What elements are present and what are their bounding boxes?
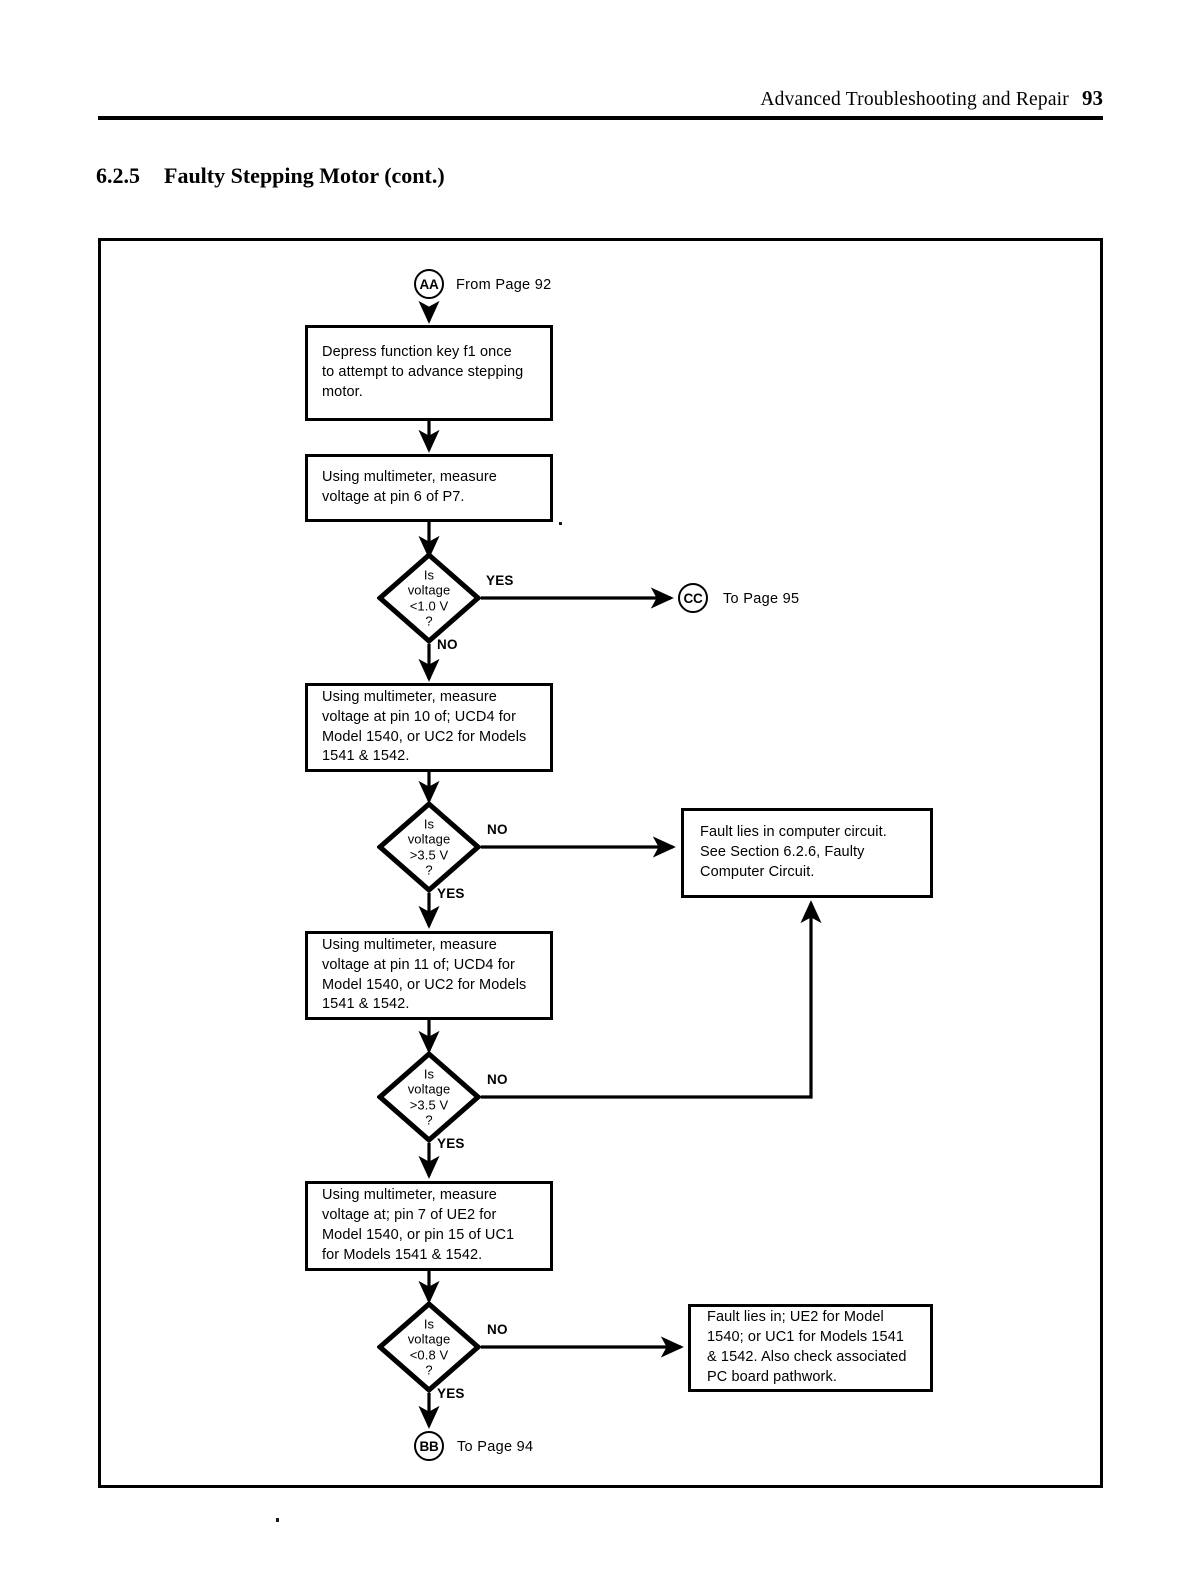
- decision-over-3-5v-b-text: Is voltage >3.5 V ?: [407, 1066, 451, 1128]
- fault-ue2-uc1-text: Fault lies in; UE2 for Model 1540; or UC…: [707, 1309, 907, 1385]
- decision-diamond-shape: [377, 801, 481, 893]
- decision-under-1v[interactable]: Is voltage <1.0 V ?: [377, 552, 481, 644]
- decision-under-1v-text: Is voltage <1.0 V ?: [407, 567, 451, 629]
- section-number: 6.2.5: [96, 163, 140, 188]
- decision-under-0-8v-text: Is voltage <0.8 V ?: [407, 1316, 451, 1378]
- process-step-measure-p7[interactable]: Using multimeter, measure voltage at pin…: [305, 454, 553, 522]
- decision-over-3-5v-b[interactable]: Is voltage >3.5 V ?: [377, 1051, 481, 1143]
- section-title: Faulty Stepping Motor (cont.): [164, 163, 445, 188]
- flowchart-connector-lines: [418, 300, 822, 1429]
- decision-under-0-8v-no-label: NO: [487, 1322, 508, 1337]
- process-step-measure-pin11-text: Using multimeter, measure voltage at pin…: [322, 936, 527, 1013]
- connector-aa[interactable]: AA: [414, 269, 444, 299]
- fault-computer-circuit-text: Fault lies in computer circuit. See Sect…: [700, 824, 887, 880]
- process-step-measure-ue2[interactable]: Using multimeter, measure voltage at; pi…: [305, 1181, 553, 1271]
- decision-under-0-8v[interactable]: Is voltage <0.8 V ?: [377, 1301, 481, 1393]
- decision-diamond-shape: [377, 552, 481, 644]
- decision-diamond-shape: [377, 1051, 481, 1143]
- connector-bb[interactable]: BB: [414, 1431, 444, 1461]
- process-step-depress-key-text: Depress function key f1 once to attempt …: [322, 344, 524, 400]
- decision-under-0-8v-yes-label: YES: [437, 1386, 465, 1401]
- decision-diamond-shape: [377, 1301, 481, 1393]
- decision-over-3-5v-a-no-label: NO: [487, 822, 508, 837]
- connector-cc-label: CC: [683, 590, 703, 606]
- fault-ue2-uc1[interactable]: Fault lies in; UE2 for Model 1540; or UC…: [688, 1304, 933, 1392]
- decision-under-1v-yes-label: YES: [486, 573, 514, 588]
- process-step-measure-pin10[interactable]: Using multimeter, measure voltage at pin…: [305, 683, 553, 772]
- page-number: 93: [1082, 86, 1103, 110]
- flowchart-frame: AA From Page 92 Depress function key f1 …: [98, 238, 1103, 1488]
- page-running-head: Advanced Troubleshooting and Repair 93: [98, 86, 1103, 120]
- process-step-measure-ue2-text: Using multimeter, measure voltage at; pi…: [322, 1187, 515, 1263]
- process-step-measure-pin10-text: Using multimeter, measure voltage at pin…: [322, 688, 527, 765]
- connector-aa-caption: From Page 92: [456, 277, 552, 293]
- decision-over-3-5v-b-no-label: NO: [487, 1072, 508, 1087]
- decision-over-3-5v-a-text: Is voltage >3.5 V ?: [407, 816, 451, 878]
- connector-aa-label: AA: [419, 276, 439, 292]
- process-step-measure-p7-text: Using multimeter, measure voltage at pin…: [322, 469, 497, 505]
- section-heading: 6.2.5 Faulty Stepping Motor (cont.): [96, 163, 445, 189]
- connector-cc-caption: To Page 95: [723, 591, 800, 607]
- decision-over-3-5v-a-yes-label: YES: [437, 886, 465, 901]
- scan-speck: [559, 522, 562, 525]
- process-step-measure-pin11[interactable]: Using multimeter, measure voltage at pin…: [305, 931, 553, 1020]
- decision-over-3-5v-a[interactable]: Is voltage >3.5 V ?: [377, 801, 481, 893]
- header-rule: [98, 116, 1103, 120]
- header-title: Advanced Troubleshooting and Repair: [760, 89, 1069, 110]
- fault-computer-circuit[interactable]: Fault lies in computer circuit. See Sect…: [681, 808, 933, 898]
- scan-speck-lower: [276, 1518, 279, 1522]
- connector-cc[interactable]: CC: [678, 583, 708, 613]
- decision-over-3-5v-b-yes-label: YES: [437, 1136, 465, 1151]
- decision-under-1v-no-label: NO: [437, 637, 458, 652]
- connector-bb-caption: To Page 94: [457, 1439, 534, 1455]
- connector-bb-label: BB: [419, 1438, 439, 1454]
- process-step-depress-key[interactable]: Depress function key f1 once to attempt …: [305, 325, 553, 421]
